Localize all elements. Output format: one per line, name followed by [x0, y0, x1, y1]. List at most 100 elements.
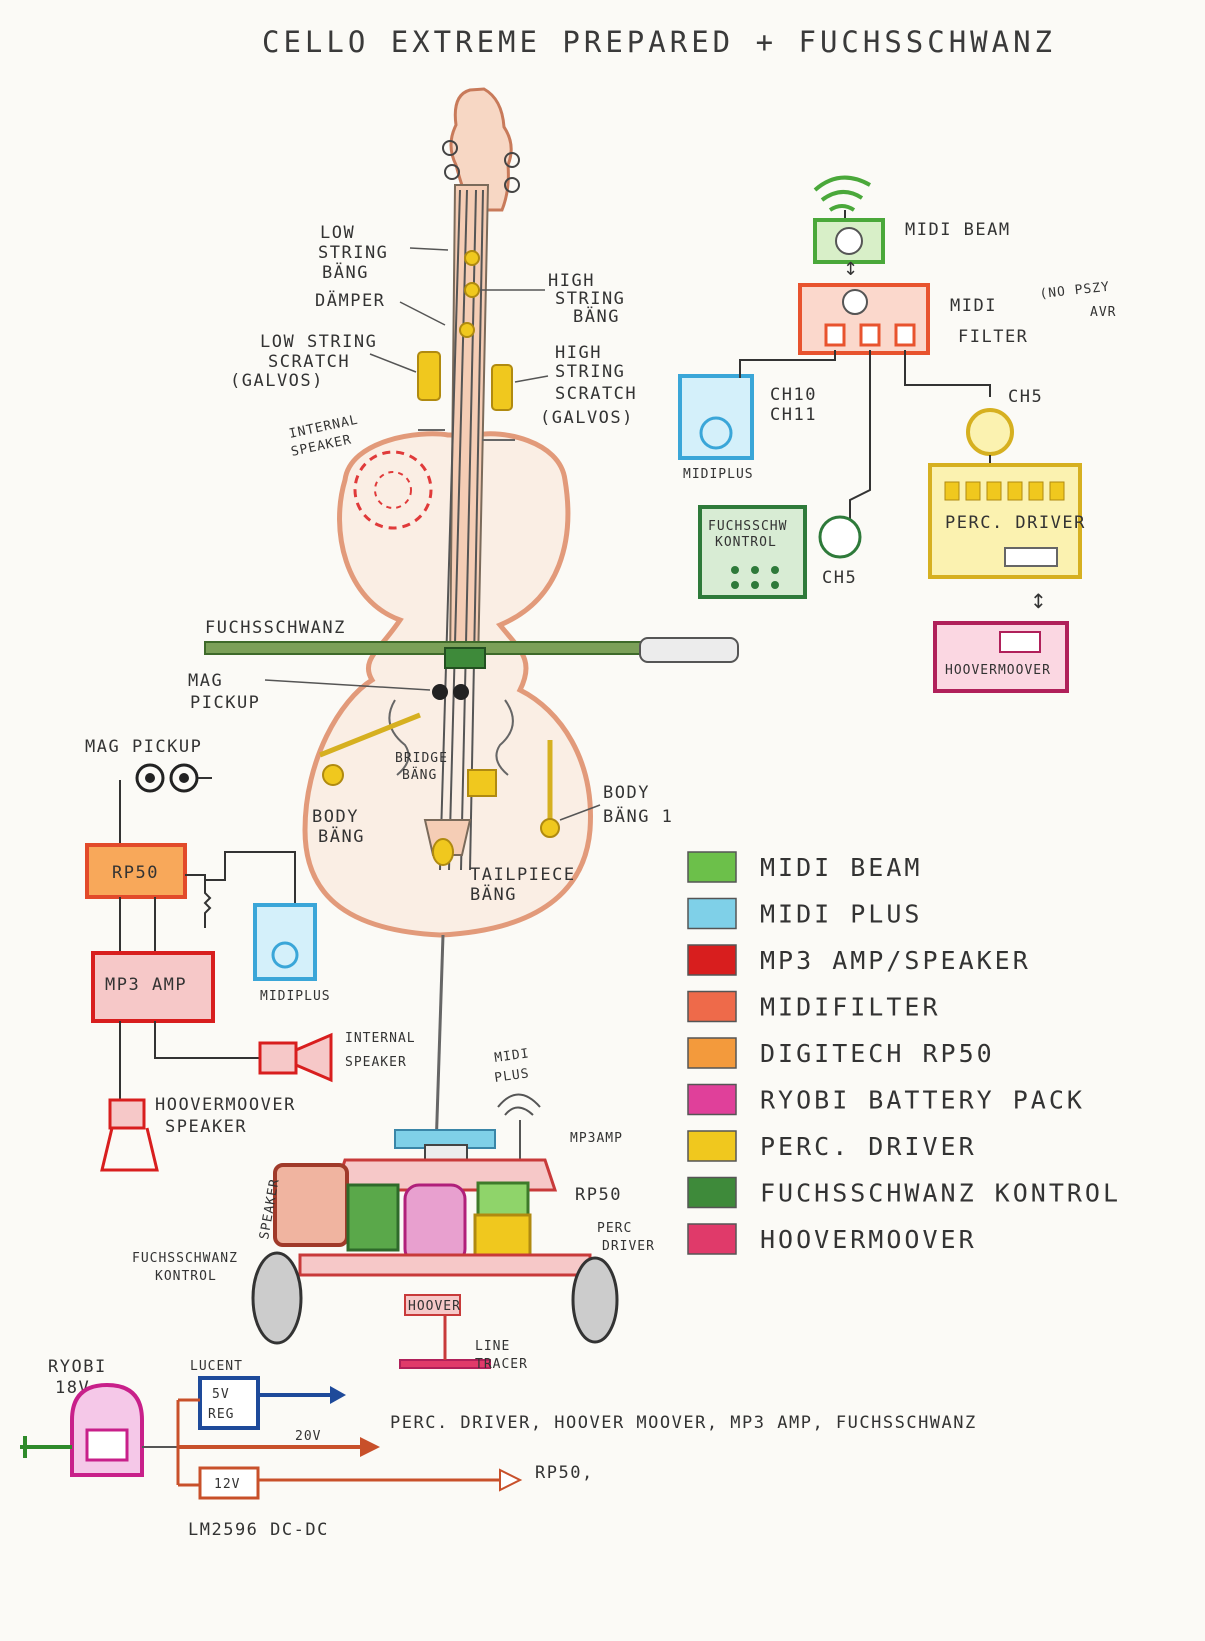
hoovermoover-speaker-icon	[108, 1098, 146, 1130]
string	[460, 189, 477, 871]
saw-handle	[639, 637, 739, 663]
midi-din-icon	[842, 289, 868, 315]
fuchsschwanz-mount	[444, 647, 486, 669]
fuchsschwanz-kontrol-label: FUCHSSCHW	[708, 519, 787, 534]
12v-targets-label: RP50,	[535, 1463, 594, 1483]
high-string-scratch-label: SCRATCH	[555, 384, 637, 404]
regulator-name-label: LUCENT	[190, 1359, 243, 1374]
internal-speaker-shape	[353, 450, 433, 530]
legend-swatch	[687, 851, 737, 883]
legend-label: DIGITECH RP50	[760, 1039, 995, 1068]
cello-labels: LOW STRING BÄNG DÄMPER HIGH STRING BÄNG …	[188, 223, 672, 905]
fuchsschwanz-kontrol-label: KONTROL	[715, 535, 777, 550]
high-string-bang-label: STRING	[555, 289, 625, 309]
left-midiplus-label: MIDIPLUS	[260, 989, 331, 1004]
ch5-bottom-label: CH5	[822, 568, 857, 588]
bidirectional-arrow-icon: ↕	[843, 259, 858, 280]
legend-swatch	[687, 990, 737, 1023]
mag-pickup-label: PICKUP	[190, 693, 260, 713]
cart-fuchsschwanz-kontrol-label: KONTROL	[155, 1269, 217, 1284]
cart-hoover-label: HOOVER	[408, 1299, 461, 1314]
cello-body	[302, 431, 593, 938]
cart-chassis	[298, 1253, 592, 1277]
converter-name-label: LM2596 DC-DC	[188, 1520, 329, 1540]
left-mag-pickup-label: MAG PICKUP	[85, 737, 202, 757]
bridge-bang-actuator	[467, 769, 497, 797]
body-bang-label: BODY	[312, 807, 359, 827]
hoovermoover-speaker-label: SPEAKER	[165, 1117, 247, 1137]
rp50-label: RP50	[112, 863, 159, 883]
string	[439, 189, 461, 871]
f-hole-left	[388, 699, 410, 776]
internal-speaker-cone	[374, 471, 412, 509]
cart-wheel-right	[571, 1256, 619, 1344]
hoovermoover-speaker-label: HOOVERMOOVER	[155, 1095, 296, 1115]
cart-wheel-left	[251, 1251, 303, 1345]
damper-label: DÄMPER	[315, 290, 385, 311]
legend-swatch	[687, 1130, 737, 1162]
fuchsschwanz-label: FUCHSSCHWANZ	[205, 618, 346, 638]
low-string-bang-label: BÄNG	[322, 262, 369, 283]
perc-driver-label: PERC. DRIVER	[945, 513, 1086, 533]
f-hole-right	[495, 699, 514, 776]
regulator-label: 5V	[212, 1387, 230, 1402]
cart-battery	[403, 1183, 467, 1265]
low-string-scratch-label: SCRATCH	[268, 352, 350, 372]
battery-label: RYOBI	[48, 1357, 107, 1377]
body-bang-arm	[319, 712, 421, 758]
mag-pickup-coil	[169, 763, 199, 793]
converter-output-label: 12V	[214, 1477, 240, 1492]
body-bang-1-actuator	[540, 818, 560, 838]
low-string-scratch-label: LOW STRING	[260, 332, 377, 352]
diagram-title: CELLO EXTREME PREPARED + FUCHSSCHWANZ	[262, 25, 1056, 59]
legend-swatch	[687, 1176, 737, 1209]
body-bang-label: BÄNG	[318, 826, 365, 847]
high-string-bang-label: HIGH	[548, 271, 595, 291]
legend-label: MIDIFILTER	[760, 993, 941, 1022]
mag-pickup-coil	[453, 684, 469, 700]
left-internal-speaker-label: SPEAKER	[345, 1055, 407, 1070]
cello	[204, 87, 739, 1151]
cart-perc-driver	[473, 1213, 532, 1262]
high-string-scratch-label: HIGH	[555, 343, 602, 363]
midi-filter-label: MIDI	[950, 296, 997, 316]
left-internal-speaker-label: INTERNAL	[345, 1031, 416, 1046]
legend-label: MIDI BEAM	[760, 853, 922, 882]
damper-actuator	[459, 322, 475, 338]
low-galvo	[417, 351, 441, 401]
cart-fuchsschwanz-kontrol	[346, 1183, 400, 1252]
dc-dc-converter	[198, 1466, 260, 1500]
legend-label: HOOVERMOOVER	[760, 1225, 977, 1254]
legend-label: PERC. DRIVER	[760, 1132, 977, 1161]
cello-scroll	[449, 87, 513, 212]
legend-label: FUCHSSCHWANZ KONTROL	[760, 1179, 1121, 1208]
mp3-amp-box	[91, 951, 215, 1023]
tuning-peg	[442, 140, 458, 156]
tuning-peg	[444, 164, 460, 180]
tailpiece-bang-label: TAILPIECE	[470, 865, 576, 885]
bridge-bang-label: BÄNG	[402, 767, 437, 783]
cart-hoover	[404, 1294, 461, 1316]
cart-fuchsschwanz-kontrol-label: FUCHSSCHWANZ	[132, 1251, 238, 1266]
legend-swatch	[687, 1037, 737, 1069]
bidirectional-arrow-icon: ↕	[1030, 589, 1047, 613]
legend-swatch	[687, 897, 737, 930]
high-string-scratch-label: STRING	[555, 362, 625, 382]
mag-pickup-coil	[135, 763, 165, 793]
low-string-bang-actuator	[464, 250, 480, 266]
left-mp3-amp-label: MP3 AMP	[105, 975, 187, 995]
cart-line-tracer-label: TRACER	[475, 1357, 528, 1372]
legend-swatch	[687, 1223, 737, 1255]
high-string-bang-actuator	[464, 282, 480, 298]
tuning-peg	[504, 177, 520, 193]
midi-filter-label: FILTER	[958, 327, 1028, 347]
low-string-bang-label: LOW	[320, 223, 355, 243]
cart-perc-driver-label: DRIVER	[602, 1239, 655, 1254]
midi-din-icon	[835, 227, 863, 255]
midiplus-device	[678, 374, 754, 460]
midi-din-icon	[966, 408, 1014, 456]
midi-filter-note: (NO PSZY	[1039, 280, 1111, 302]
low-string-scratch-label: (GALVOS)	[230, 371, 324, 391]
